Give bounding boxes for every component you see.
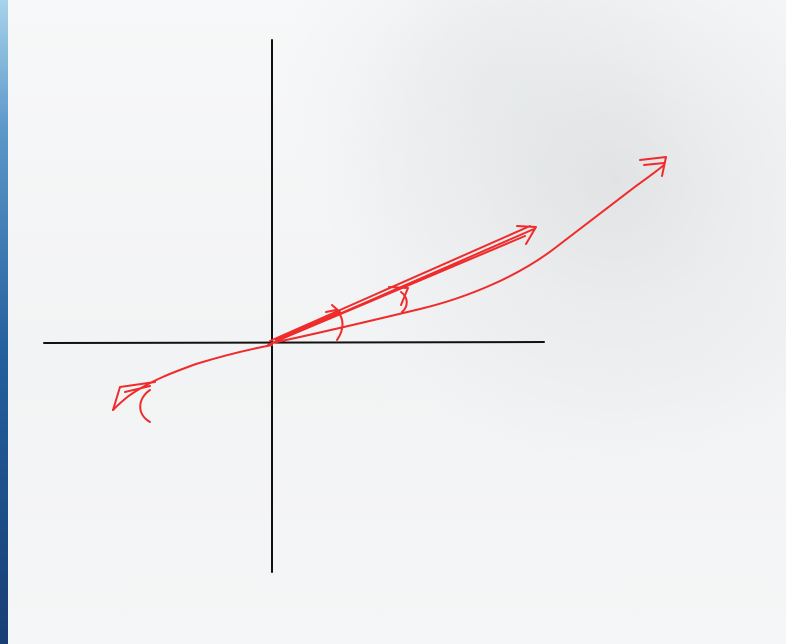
vector-arrow-mid <box>275 286 409 341</box>
angle-arc-small <box>325 309 344 341</box>
vector-arrow-short <box>267 225 535 346</box>
red-sketch <box>112 156 667 423</box>
negative-direction-arrow-head <box>112 381 156 411</box>
horizontal-axis <box>43 341 545 344</box>
desktop-background-strip <box>0 0 8 644</box>
vector-arrow-long <box>271 164 665 344</box>
coordinate-axes <box>43 39 545 573</box>
vector-arrow-long-head <box>639 156 667 177</box>
negative-direction-arrow <box>112 344 273 411</box>
angle-arc-negative <box>139 389 151 423</box>
drawing-canvas[interactable] <box>8 0 786 644</box>
vector-arrow-short-head <box>516 225 537 245</box>
